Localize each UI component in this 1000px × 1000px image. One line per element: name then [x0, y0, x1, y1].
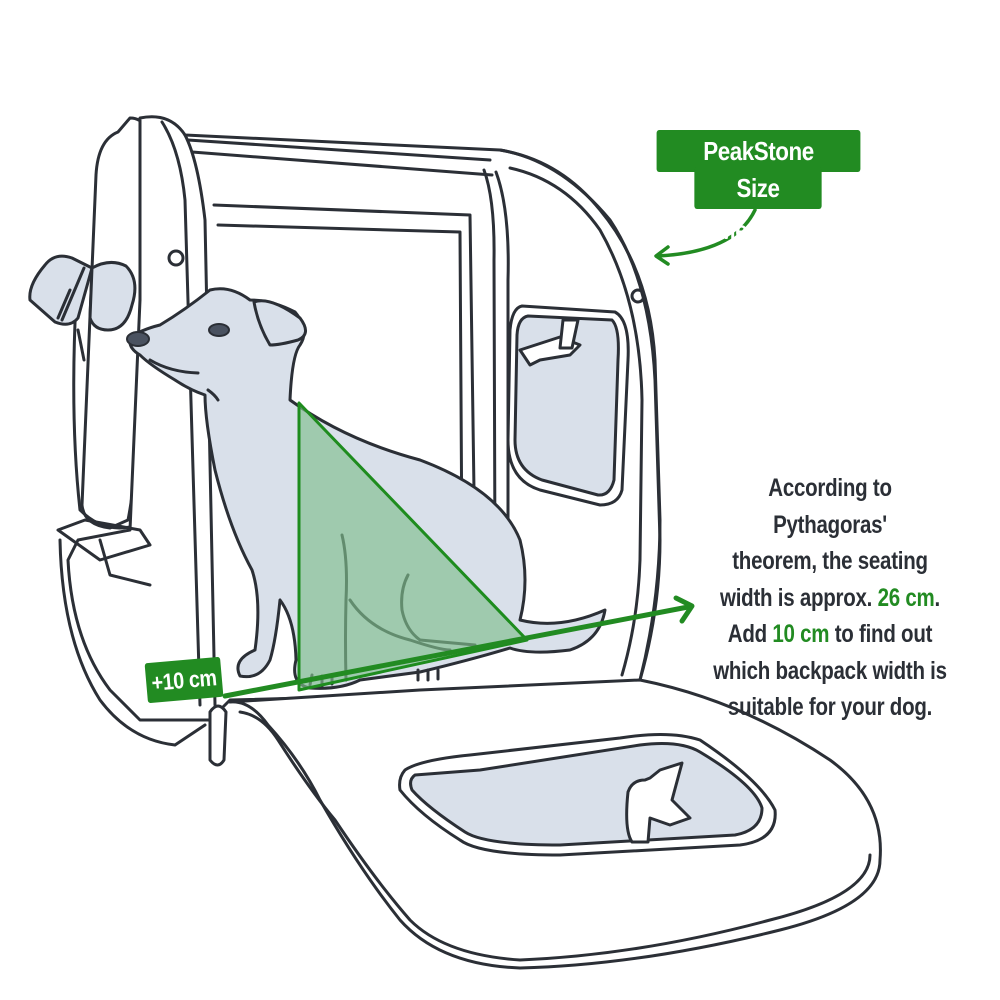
- width-arrow: [222, 595, 695, 699]
- note-line-1: According to Pythagoras': [768, 474, 892, 539]
- explanation-note: According to Pythagoras' theorem, the se…: [711, 470, 949, 726]
- note-line-3: width is approx. 26 cm.: [711, 580, 949, 617]
- seating-width-value: 26 cm: [877, 583, 935, 612]
- note-text: to find out: [829, 620, 933, 648]
- zipper-pull: [208, 704, 228, 767]
- product-name-badge: PeakStone Backpack: [656, 130, 861, 208]
- note-line-4: Add 10 cm to find out: [711, 616, 949, 653]
- note-text: Add: [727, 620, 773, 648]
- product-size-badge: Size Medium: [694, 167, 822, 245]
- extra-width-value: 10 cm: [772, 620, 830, 648]
- note-line-5: which backpack width is: [713, 656, 947, 685]
- front-door-flap: [228, 678, 882, 970]
- poop-bag-holder: [28, 254, 137, 362]
- pointer-arrow: [654, 208, 757, 266]
- note-line-2: theorem, the seating: [732, 547, 928, 575]
- note-line-6: suitable for your dog.: [727, 693, 933, 721]
- measurement-triangle: [297, 401, 529, 692]
- side-mesh-window: [506, 304, 630, 507]
- note-text: .: [934, 583, 940, 612]
- plus-ten-cm-badge: +10 cm: [144, 656, 224, 704]
- note-text: width is approx.: [720, 583, 878, 612]
